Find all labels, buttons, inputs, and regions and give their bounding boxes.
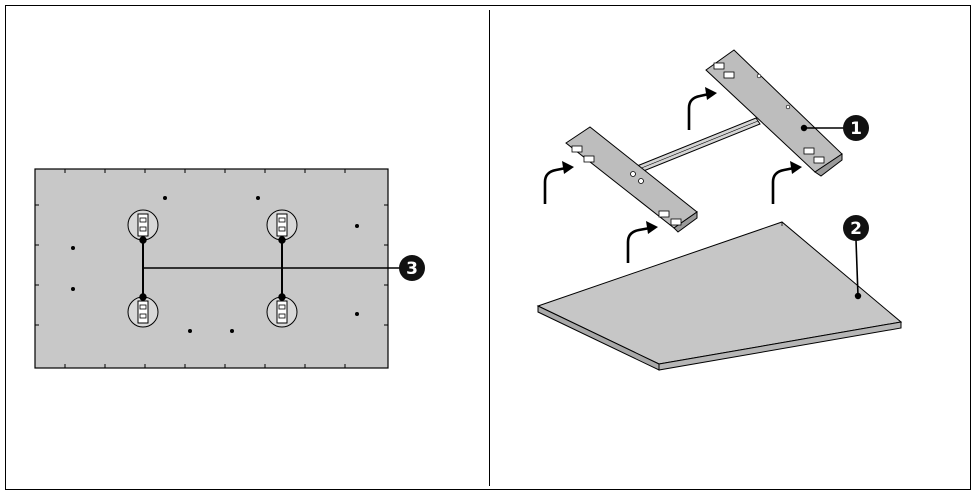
callout-1-label: 1 <box>850 119 862 139</box>
panel-screw-holes <box>71 196 359 333</box>
instruction-frame <box>5 5 971 490</box>
display-panel <box>536 221 903 371</box>
mounting-bracket-right <box>705 49 843 177</box>
mounting-bracket-left <box>565 126 698 233</box>
left-panel-back-view: 3 <box>34 168 425 369</box>
panel-divider <box>489 10 490 486</box>
callout-1: 1 <box>800 115 869 141</box>
bracket-crossbar <box>636 117 761 173</box>
callout-3-leader-lines <box>139 236 400 301</box>
mount-point-bottom-right <box>266 296 298 328</box>
callout-3-label: 3 <box>406 259 418 279</box>
arrow-head-icons <box>562 87 802 234</box>
panel-edge-ticks <box>35 169 388 368</box>
callout-3: 3 <box>399 255 425 281</box>
callout-2-label: 2 <box>850 219 862 239</box>
curved-up-arrow-icon <box>543 92 795 263</box>
mount-point-top-left <box>127 209 159 241</box>
callout-2: 2 <box>843 215 869 300</box>
mount-point-top-right <box>266 209 298 241</box>
mount-point-bottom-left <box>127 296 159 328</box>
right-panel-assembly-view: 1 2 <box>536 49 903 371</box>
